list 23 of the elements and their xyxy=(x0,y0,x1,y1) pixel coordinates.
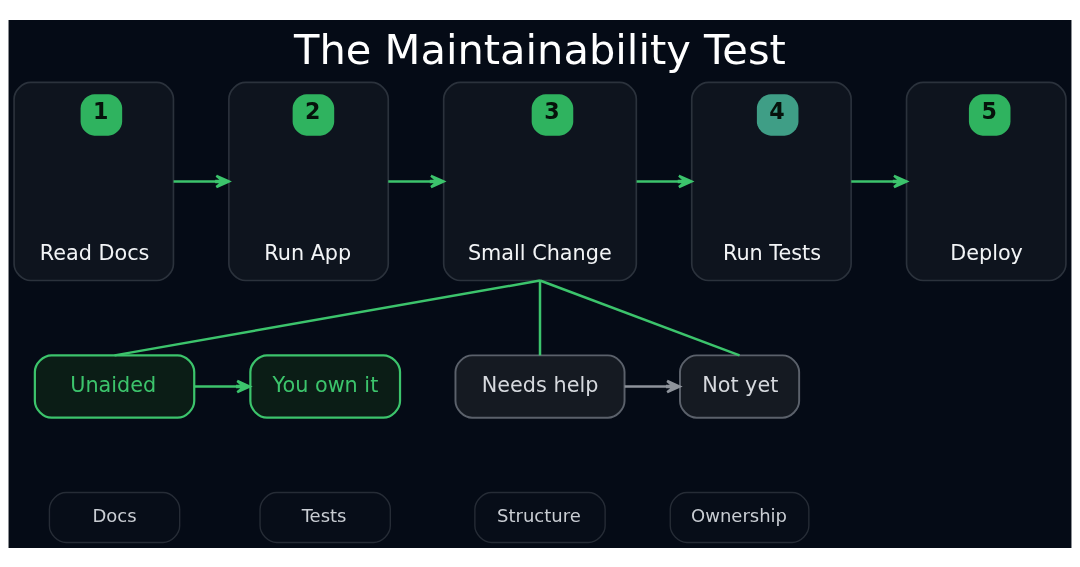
arrow xyxy=(636,174,693,188)
diagram-title: The Maintainability Test xyxy=(294,24,786,74)
connector xyxy=(538,280,542,355)
node-box: Structure xyxy=(474,491,606,543)
node-box: Unaided xyxy=(33,353,196,419)
node-box: Needs help xyxy=(454,353,626,419)
node-box: 4 Run Tests xyxy=(690,81,852,281)
connector xyxy=(114,278,541,357)
arrow xyxy=(194,379,251,393)
arrow xyxy=(388,174,445,188)
node-box: 5 Deploy xyxy=(905,81,1067,281)
connector xyxy=(539,278,740,357)
node-box: Docs xyxy=(48,491,181,543)
node-box: Not yet xyxy=(679,353,801,419)
arrow xyxy=(851,174,908,188)
node-box: 2 Run App xyxy=(228,81,390,281)
node-box: You own it xyxy=(249,353,402,419)
arrow xyxy=(624,379,681,393)
node-box: Tests xyxy=(259,491,392,543)
arrow xyxy=(173,174,231,188)
node-box: Ownership xyxy=(669,491,810,543)
node-box: 3 Small Change xyxy=(442,81,638,281)
node-box: 1 Read Docs xyxy=(13,81,175,281)
